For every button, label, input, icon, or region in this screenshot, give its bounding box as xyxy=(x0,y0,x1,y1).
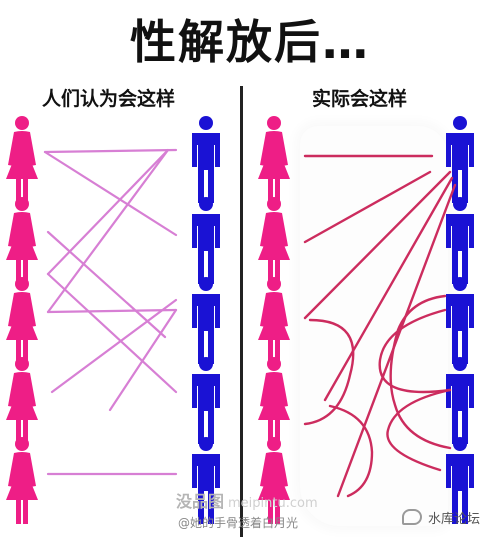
female-figure-icon xyxy=(6,116,38,203)
right-connection-curve xyxy=(378,308,452,394)
left-connection-line xyxy=(46,308,178,314)
right-connection-line xyxy=(303,170,452,320)
left-connection-line xyxy=(46,230,167,339)
right-connection-line xyxy=(323,176,454,402)
left-connection-line xyxy=(108,308,178,412)
female-figure-icon xyxy=(6,197,38,284)
page-title: 性解放后… xyxy=(130,15,370,69)
left-male-column xyxy=(192,116,220,524)
female-figure-icon xyxy=(258,277,290,364)
panel-divider xyxy=(240,86,243,537)
right-connection-line xyxy=(336,183,457,498)
female-figure-icon xyxy=(6,437,38,524)
left-connection-line xyxy=(43,150,178,237)
female-figure-icon xyxy=(258,357,290,444)
female-figure-icon xyxy=(258,116,290,203)
forum-brand: 水库论坛 xyxy=(401,508,480,527)
left-connection-line xyxy=(46,148,170,314)
right-connection-line xyxy=(303,170,432,244)
male-figure-icon xyxy=(446,116,474,203)
right-caption: 实际会这样 xyxy=(312,88,408,110)
male-figure-icon xyxy=(192,116,220,203)
right-female-column xyxy=(258,116,290,524)
left-connection-line xyxy=(46,148,170,276)
left-female-column xyxy=(6,116,38,524)
right-connection-curve xyxy=(386,388,452,472)
author-credit: @她的手骨透着白月光 xyxy=(178,516,299,530)
female-figure-icon xyxy=(258,197,290,284)
male-figure-icon xyxy=(192,277,220,364)
right-connection-curve xyxy=(389,294,452,450)
female-figure-icon xyxy=(6,277,38,364)
male-figure-icon xyxy=(446,277,474,364)
left-connection-line xyxy=(50,298,178,394)
background-highlight xyxy=(300,126,448,526)
left-caption: 人们认为会这样 xyxy=(42,88,176,110)
left-connection-lines xyxy=(43,148,178,476)
right-connection-curve xyxy=(328,404,374,498)
right-connection-curve xyxy=(303,318,355,426)
male-figure-icon xyxy=(192,197,220,284)
female-figure-icon xyxy=(6,357,38,444)
right-male-column xyxy=(446,116,474,524)
left-connection-line xyxy=(43,148,178,154)
male-figure-icon xyxy=(446,357,474,444)
male-figure-icon xyxy=(446,197,474,284)
chat-bubble-icon xyxy=(401,509,422,525)
male-figure-icon xyxy=(192,357,220,444)
left-connection-line xyxy=(46,272,178,394)
right-connection-lines xyxy=(303,154,457,498)
